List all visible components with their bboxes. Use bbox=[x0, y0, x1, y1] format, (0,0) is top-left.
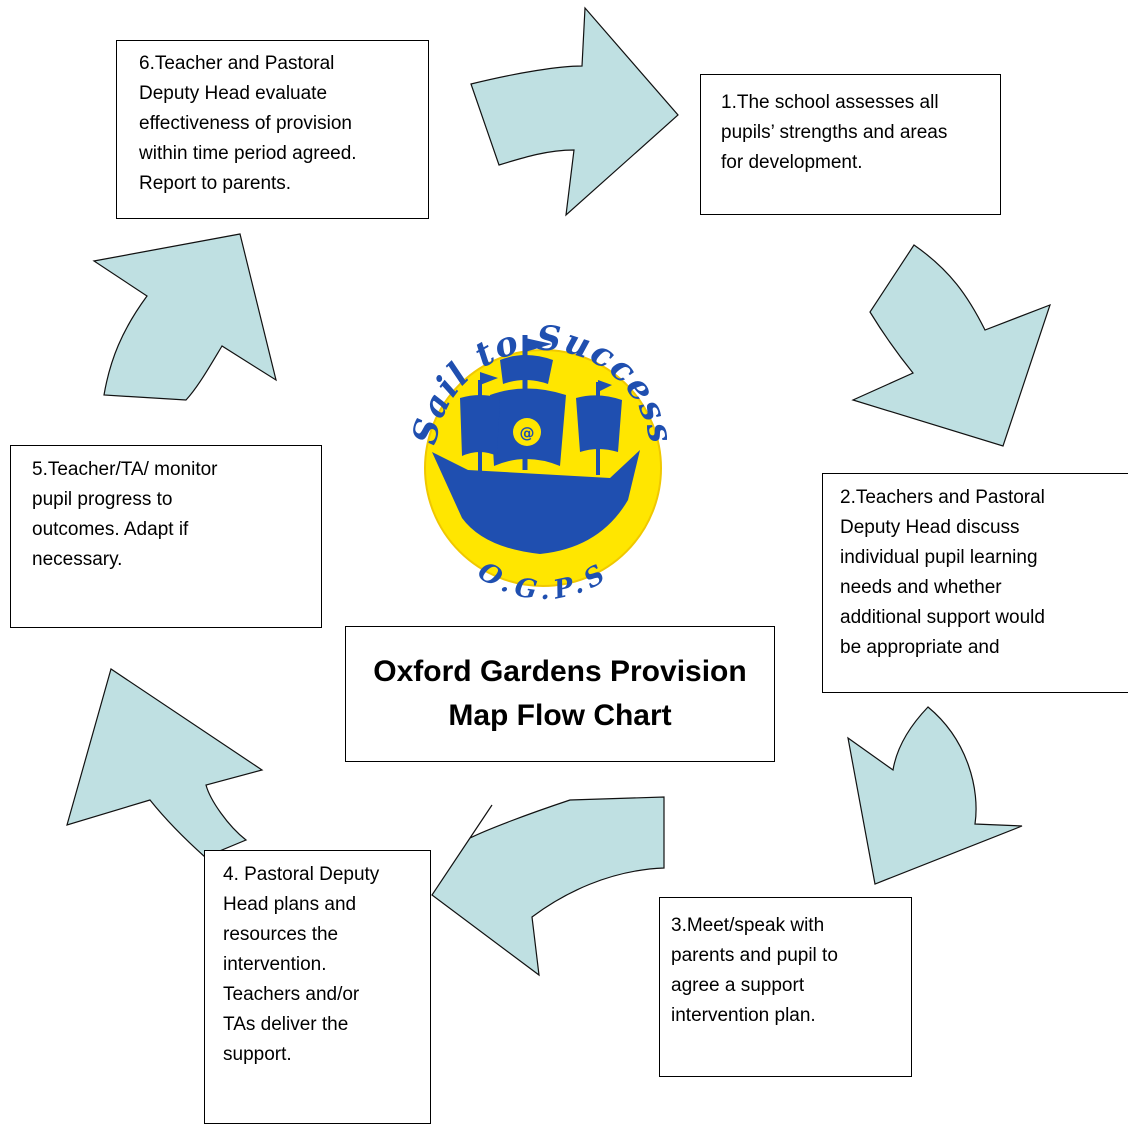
school-logo: @ Sail to Success O.G.P.S bbox=[405, 318, 680, 606]
step-1-text: 1.The school assesses all pupils’ streng… bbox=[721, 92, 948, 173]
step-3-text: 3.Meet/speak with parents and pupil to a… bbox=[671, 915, 838, 1026]
step-5-box: 5.Teacher/TA/ monitor pupil progress to … bbox=[10, 445, 322, 628]
arrow-step2-to-step3 bbox=[847, 706, 1023, 885]
logo-sail-mark: @ bbox=[520, 424, 535, 442]
title-box: Oxford Gardens Provision Map Flow Chart bbox=[345, 626, 775, 762]
step-6-box: 6.Teacher and Pastoral Deputy Head evalu… bbox=[116, 40, 429, 219]
arrow-step5-to-step6 bbox=[92, 233, 277, 401]
step-5-text: 5.Teacher/TA/ monitor pupil progress to … bbox=[32, 459, 218, 570]
step-4-box: 4. Pastoral Deputy Head plans and resour… bbox=[204, 850, 431, 1124]
arrow-step3-to-step4 bbox=[431, 796, 665, 977]
step-3-box: 3.Meet/speak with parents and pupil to a… bbox=[659, 897, 912, 1077]
arrow-step4-to-step5 bbox=[66, 668, 264, 858]
step-6-text: 6.Teacher and Pastoral Deputy Head evalu… bbox=[139, 53, 357, 194]
step-2-text: 2.Teachers and Pastoral Deputy Head disc… bbox=[840, 487, 1045, 658]
step-4-text: 4. Pastoral Deputy Head plans and resour… bbox=[223, 864, 380, 1065]
step-2-box: 2.Teachers and Pastoral Deputy Head disc… bbox=[822, 473, 1128, 693]
logo-ship-hull bbox=[432, 450, 640, 554]
title-line-1: Oxford Gardens Provision bbox=[373, 655, 747, 688]
arrow-step1-to-step2 bbox=[851, 244, 1051, 447]
arrow-step6-to-step1 bbox=[470, 6, 679, 217]
step-1-box: 1.The school assesses all pupils’ streng… bbox=[700, 74, 1001, 215]
title-line-2: Map Flow Chart bbox=[448, 699, 672, 732]
